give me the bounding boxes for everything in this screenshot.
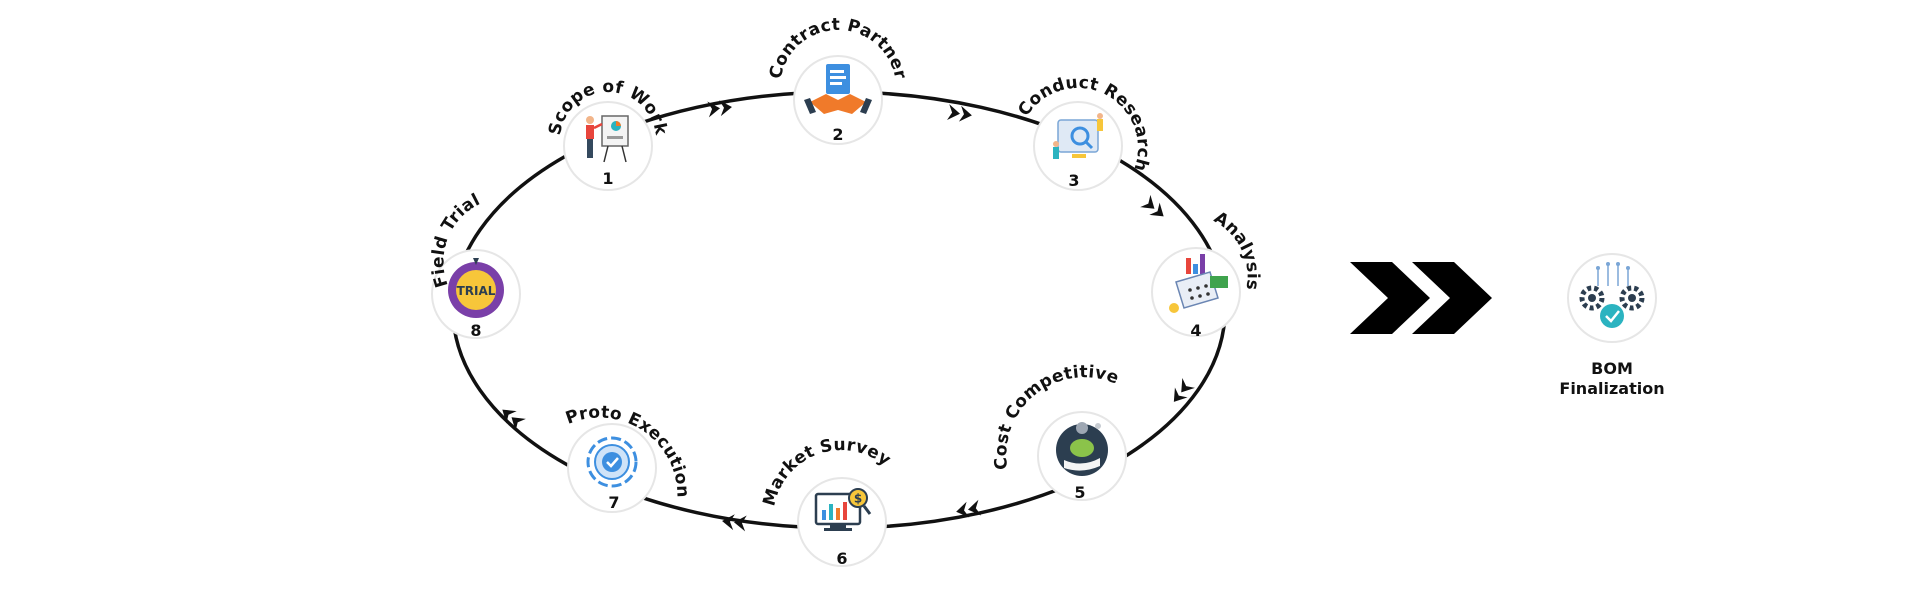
trial-badge-text: TRIAL: [457, 284, 496, 298]
final-label-line2: Finalization: [1559, 379, 1664, 398]
step-4-node: 4 Analysis: [1151, 201, 1275, 340]
step-4-number: 4: [1190, 321, 1201, 340]
step-6-number: 6: [836, 549, 847, 568]
step-7-node: 7 Proto Execution: [556, 375, 716, 513]
presentation-icon: [586, 115, 629, 163]
chevron-right-icon: [956, 499, 982, 518]
chevron-right-icon: [707, 100, 732, 118]
step-5-number: 5: [1074, 483, 1085, 502]
chevron-right-icon: [502, 409, 526, 432]
gears-check-icon: [1579, 262, 1645, 328]
market-monitor-icon: $: [814, 488, 872, 531]
double-chevron-icon: [1350, 262, 1492, 334]
step-1-node: 1 Scope of Work: [545, 77, 671, 191]
chevron-right-icon: [1140, 194, 1164, 217]
step-1-number: 1: [602, 169, 613, 188]
chevron-right-icon: [1173, 378, 1195, 402]
step-3-number: 3: [1068, 171, 1079, 190]
savings-hand-icon: [1056, 422, 1108, 476]
gear-check-icon: [586, 436, 638, 488]
step-7-number: 7: [608, 493, 619, 512]
chevron-right-icon: [722, 514, 747, 532]
handshake-contract-icon: [804, 64, 872, 114]
step-8-node: TRIAL 8 Field Trial: [414, 182, 521, 340]
bom-finalization-node: BOM Finalization: [1559, 253, 1665, 398]
svg-text:$: $: [854, 492, 862, 506]
step-6-node: $ 6 Market Survey: [746, 416, 899, 568]
step-3-node: 3 Conduct Research: [1013, 48, 1178, 191]
flow-chevrons: [502, 100, 1195, 532]
final-label-line1: BOM: [1591, 359, 1633, 378]
step-2-number: 2: [832, 125, 843, 144]
chevron-right-icon: [947, 104, 972, 122]
trial-badge-icon: TRIAL: [448, 258, 504, 318]
step-5-node: 5 Cost Competitive: [962, 331, 1128, 502]
analysis-calculator-icon: [1169, 254, 1228, 313]
step-2-node: 2 Contract Partner: [766, 15, 910, 145]
research-team-icon: [1053, 113, 1103, 159]
step-8-number: 8: [470, 321, 481, 340]
